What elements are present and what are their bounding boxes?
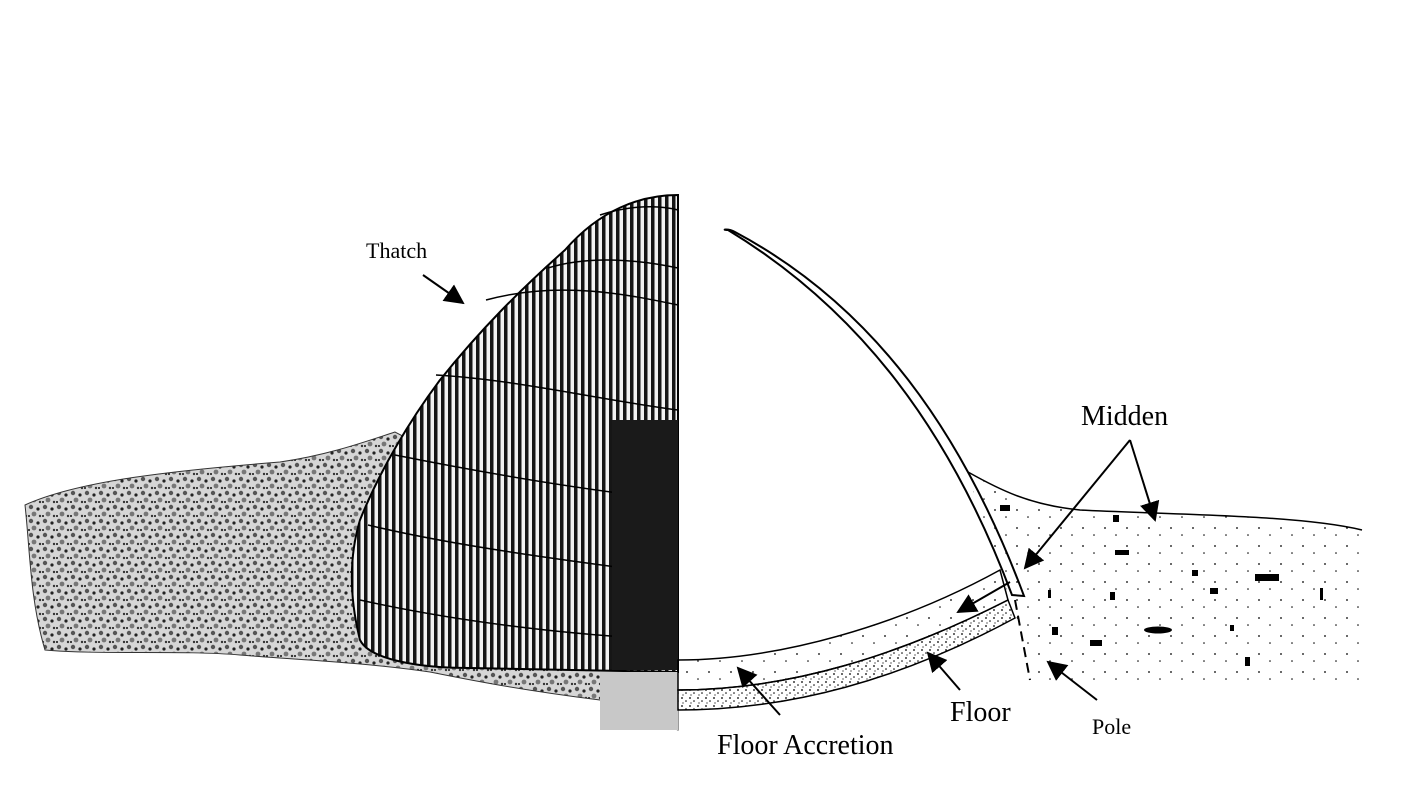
- midden-debris: [1000, 505, 1323, 666]
- label-floor-accretion: Floor Accretion: [717, 730, 894, 761]
- label-midden: Midden: [1081, 401, 1168, 432]
- pole-outline: [723, 228, 1026, 598]
- label-thatch: Thatch: [366, 238, 427, 263]
- label-floor: Floor: [950, 697, 1011, 728]
- pole-buried: [1014, 599, 1031, 681]
- midden-fill: [968, 472, 1362, 680]
- label-pole: Pole: [1092, 714, 1131, 739]
- floor-layer: [677, 598, 1016, 711]
- midden-surface-line: [967, 471, 1363, 531]
- thatch-dome: [350, 193, 679, 674]
- photo-edge: [600, 672, 678, 730]
- label-arrows: [422, 274, 1160, 716]
